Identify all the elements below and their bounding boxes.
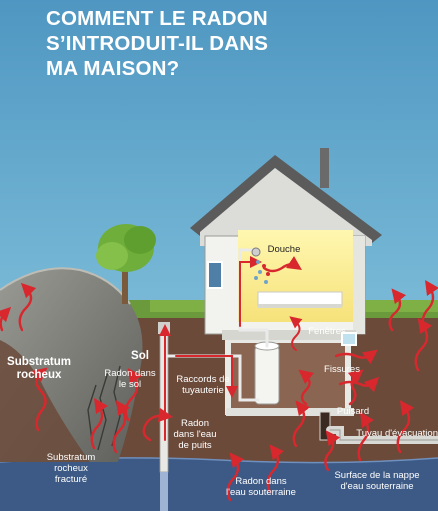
radon-arrow (421, 280, 438, 332)
sump (319, 411, 331, 441)
title-line-2: S’INTRODUIT-IL DANS (46, 32, 269, 55)
radon-arrow (266, 444, 285, 494)
house (190, 148, 382, 441)
radon-arrow (357, 412, 374, 462)
label-douche: Douche (267, 244, 301, 255)
label-sol: Sol (131, 350, 149, 362)
title-line-3: MA MAISON? (46, 57, 180, 80)
label-tuyau: Tuyau d'évacuation (356, 428, 438, 439)
radon-arrow (292, 400, 311, 448)
radon-arrow (112, 400, 131, 454)
label-radon-eau-souterraine: Radon dans l'eau souterraine (226, 476, 296, 498)
label-substratum-rocheux: Substratum rocheux (7, 356, 71, 381)
radon-arrow (124, 368, 143, 422)
radon-arrow (324, 430, 341, 472)
radon-arrow (396, 400, 415, 454)
radon-arrow (388, 288, 407, 332)
radon-arrow (142, 407, 174, 442)
radon-arrow (298, 369, 315, 406)
radon-arrow (347, 369, 364, 406)
label-substratum-fracture: Substratum rocheux fracturé (46, 452, 96, 485)
label-radon-eau-puits: Radon dans l'eau de puits (173, 418, 217, 451)
label-puisard: Puisard (336, 406, 370, 417)
label-radon-dans-le-sol: Radon dans le sol (104, 368, 156, 390)
radon-arrow (175, 355, 238, 398)
label-fissures: Fissures (324, 364, 360, 375)
groundwater (0, 457, 438, 511)
tree (96, 224, 156, 304)
label-fenetres: Fenêtres (308, 326, 346, 337)
radon-arrows (0, 256, 438, 502)
radon-arrow (414, 318, 433, 372)
radon-arrow (289, 316, 303, 351)
title-line-1: COMMENT LE RADON (46, 7, 268, 30)
shower-pipe (238, 248, 269, 348)
label-surface-nappe: Surface de la nappe d'eau souterraine (334, 470, 420, 492)
page-title: COMMENT LE RADON S’INTRODUIT-IL DANS MA … (46, 6, 346, 81)
radon-arrow (31, 367, 48, 432)
radon-arrow (90, 398, 108, 450)
radon-arrow (262, 256, 302, 273)
shower-spray (254, 260, 270, 284)
radon-arrow (239, 256, 262, 327)
radon-arrow (334, 349, 378, 365)
label-raccords: Raccords de tuyauterie (176, 374, 230, 396)
radon-arrow (18, 282, 37, 332)
radon-arrow (0, 306, 12, 332)
radon-arrow (226, 452, 245, 502)
water-heater (254, 345, 280, 405)
